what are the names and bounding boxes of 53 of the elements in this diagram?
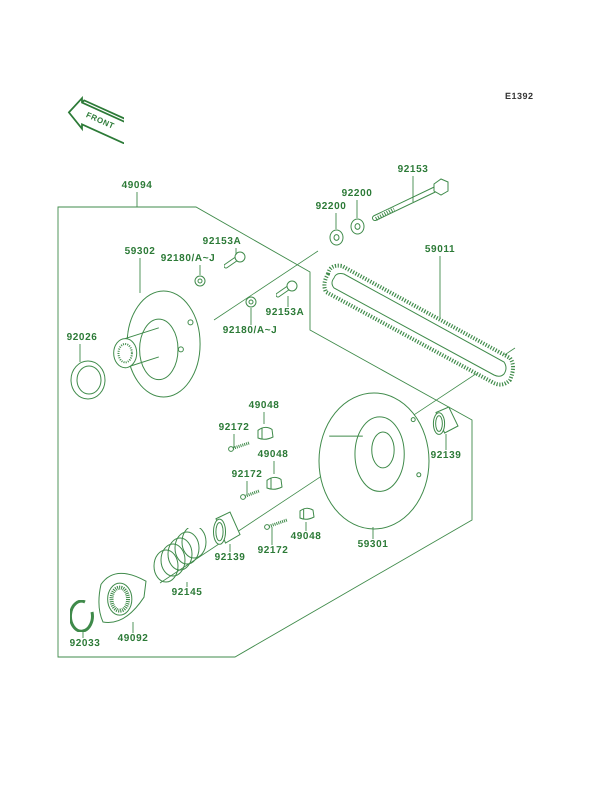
washer-drawing: [329, 229, 344, 246]
part-number: 59302: [124, 246, 156, 258]
leader-line: [132, 622, 134, 634]
part-number: 92139: [430, 450, 462, 462]
part-number: 92200: [342, 188, 372, 200]
bolt-drawing: [372, 178, 450, 222]
leader-line: [372, 526, 374, 540]
leader-line: [186, 582, 188, 588]
part-number: 92145: [172, 587, 202, 599]
drive-belt-drawing: [320, 262, 516, 388]
weight-drawing: [297, 505, 316, 522]
leader-line: [412, 176, 414, 202]
part-number: 92172: [258, 545, 288, 557]
part-number: 92153: [398, 164, 428, 176]
leader-line: [82, 630, 84, 638]
part-number: 92172: [218, 422, 250, 434]
weight-drawing: [255, 424, 275, 442]
part-number: 59011: [424, 244, 456, 256]
bolt-drawing: [224, 251, 246, 269]
part-number: 59301: [358, 539, 388, 551]
pin-drawing: [240, 488, 262, 500]
part-number: 49048: [248, 400, 280, 412]
leader-line: [250, 308, 252, 326]
part-number: 49094: [122, 180, 152, 192]
part-number: 92033: [70, 638, 100, 650]
part-number: 92180/A~J: [160, 253, 216, 265]
bolt-drawing: [276, 280, 298, 298]
part-number: 92139: [214, 552, 246, 564]
washer-drawing: [350, 218, 365, 235]
washer-drawing: [245, 296, 257, 308]
spring-drawing: [152, 528, 208, 584]
pin-drawing: [228, 440, 252, 452]
part-number: 92153A: [266, 307, 304, 319]
leader-line: [356, 200, 358, 218]
part-number: 92180/A~J: [222, 325, 278, 337]
washer-drawing: [194, 275, 206, 287]
leader-line: [246, 480, 248, 496]
part-number: 92026: [66, 332, 98, 344]
pin-drawing: [264, 517, 290, 530]
part-number: 92153A: [202, 236, 242, 248]
part-number: 49092: [118, 633, 148, 645]
bushing-drawing: [432, 405, 460, 435]
circlip-drawing: [70, 600, 94, 632]
part-number: 49048: [258, 449, 288, 461]
weight-drawing: [264, 474, 284, 492]
part-number: 49048: [290, 531, 322, 543]
part-number: 92172: [232, 469, 262, 481]
diagram-code: E1392: [505, 92, 534, 101]
part-number: 92200: [316, 201, 346, 213]
bushing-drawing: [212, 510, 242, 545]
sheave-drawing: [318, 392, 430, 530]
ring-drawing: [70, 360, 106, 400]
leader-line: [136, 192, 138, 208]
